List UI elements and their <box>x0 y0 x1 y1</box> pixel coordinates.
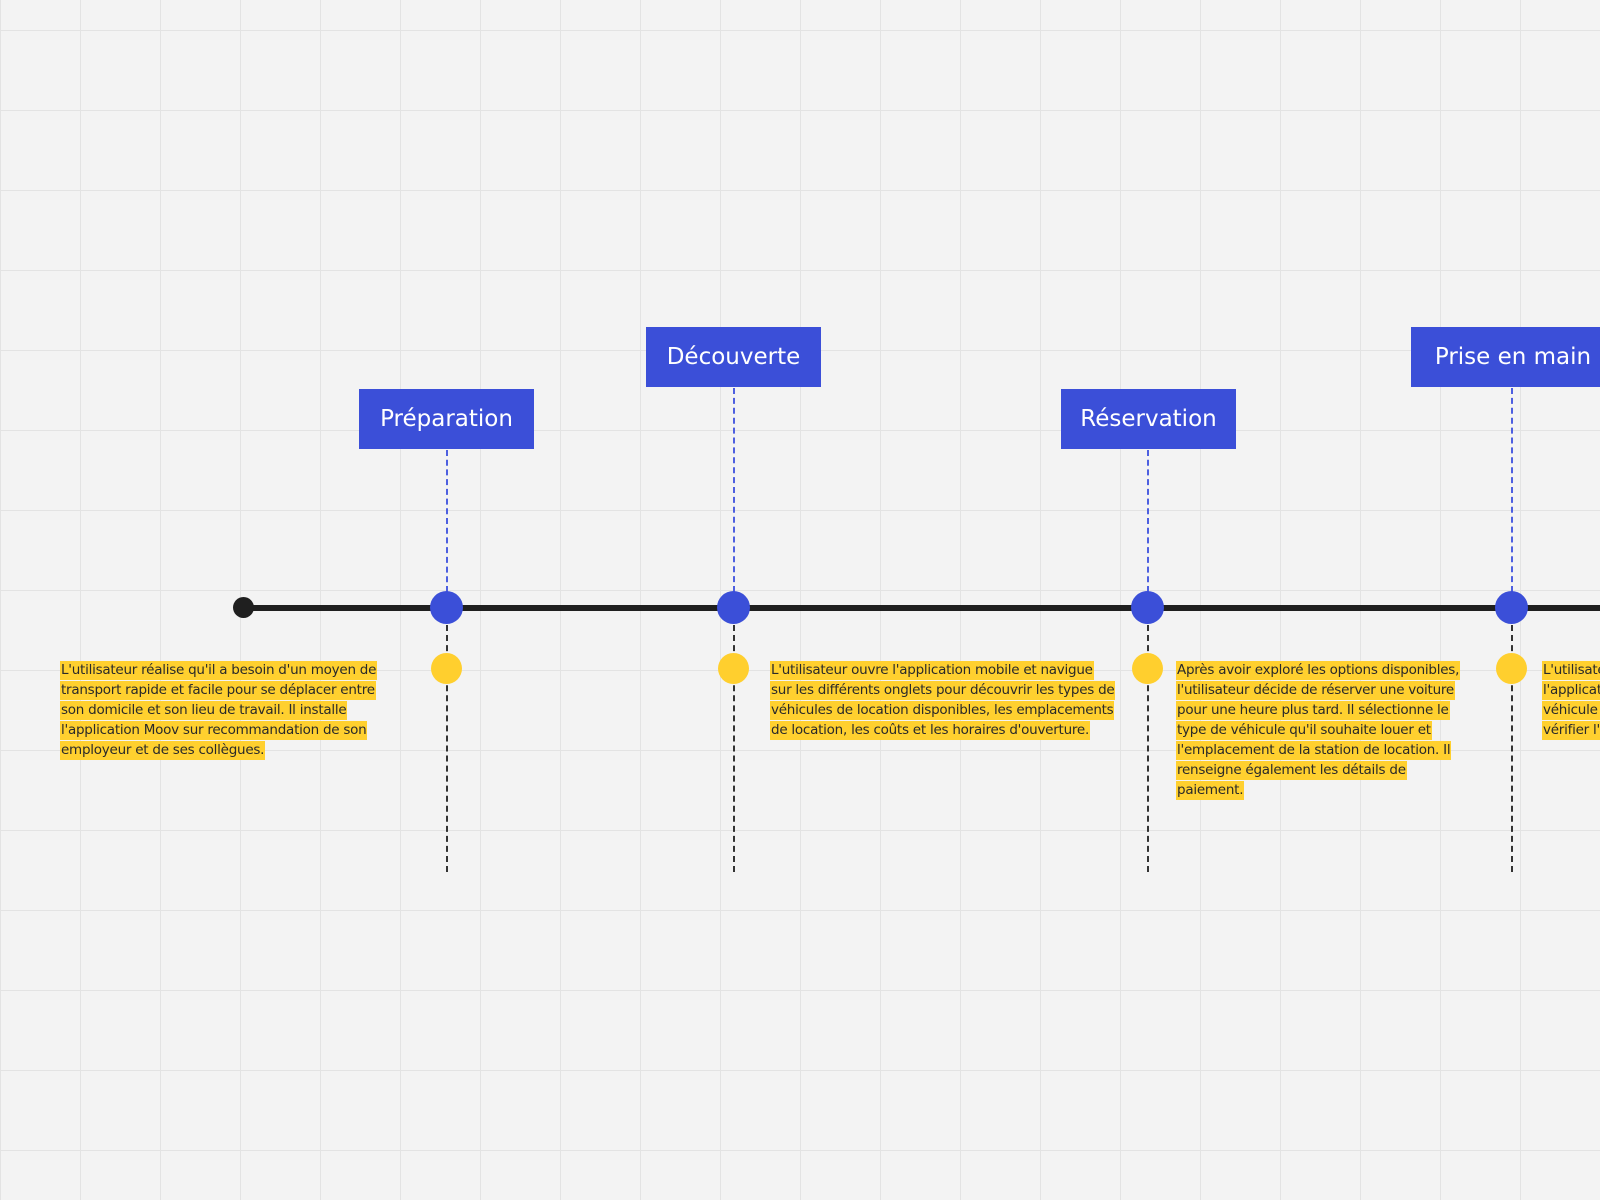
stage-box-decouverte[interactable]: Découverte <box>646 327 821 387</box>
note-marker-reservation[interactable] <box>1132 653 1163 684</box>
stage-connector-preparation <box>446 450 448 592</box>
note-reservation[interactable]: Après avoir exploré les options disponib… <box>1176 660 1468 800</box>
stage-drop-line-prise-en-main <box>1511 625 1513 872</box>
stage-drop-line-decouverte <box>733 625 735 872</box>
note-decouverte[interactable]: L'utilisateur ouvre l'application mobile… <box>770 660 1116 740</box>
stage-drop-line-preparation <box>446 625 448 872</box>
stage-marker-preparation[interactable] <box>430 591 463 624</box>
stage-box-reservation[interactable]: Réservation <box>1061 389 1236 449</box>
note-marker-prise-en-main[interactable] <box>1496 653 1527 684</box>
stage-box-preparation[interactable]: Préparation <box>359 389 534 449</box>
note-text-prise-en-main: L'utilisateur accède au véhicule via l'a… <box>1542 661 1600 740</box>
note-prise-en-main[interactable]: L'utilisateur accède au véhicule via l'a… <box>1542 660 1600 740</box>
stage-marker-reservation[interactable] <box>1131 591 1164 624</box>
stage-box-prise-en-main[interactable]: Prise en main <box>1411 327 1600 387</box>
stage-marker-prise-en-main[interactable] <box>1495 591 1528 624</box>
stage-marker-decouverte[interactable] <box>717 591 750 624</box>
note-marker-preparation[interactable] <box>431 653 462 684</box>
stage-connector-decouverte <box>733 388 735 592</box>
timeline-start-dot <box>233 597 254 618</box>
note-preparation[interactable]: L'utilisateur réalise qu'il a besoin d'u… <box>60 660 385 760</box>
stage-connector-prise-en-main <box>1511 388 1513 592</box>
note-text-decouverte: L'utilisateur ouvre l'application mobile… <box>770 661 1116 740</box>
note-text-reservation: Après avoir exploré les options disponib… <box>1176 661 1461 800</box>
stage-drop-line-reservation <box>1147 625 1149 872</box>
timeline-axis <box>243 605 1600 611</box>
note-text-preparation: L'utilisateur réalise qu'il a besoin d'u… <box>60 661 378 760</box>
stage-connector-reservation <box>1147 450 1149 592</box>
note-marker-decouverte[interactable] <box>718 653 749 684</box>
